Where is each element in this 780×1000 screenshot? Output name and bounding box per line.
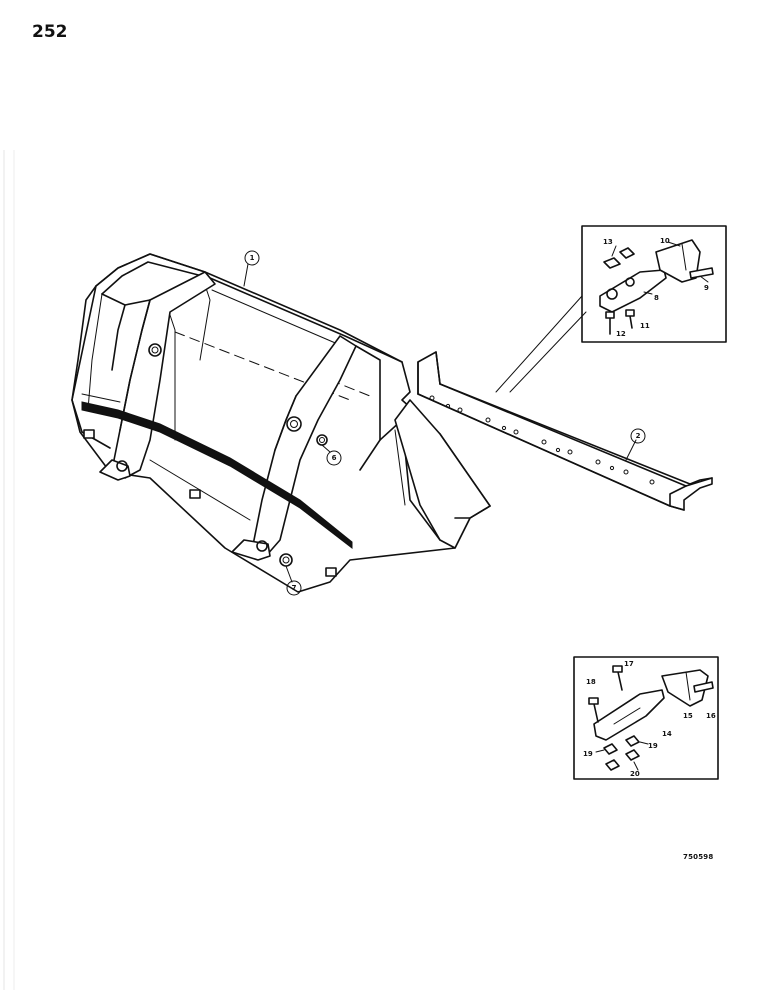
callout-1: 1	[244, 250, 260, 266]
inset-top-label-12: 12	[616, 330, 626, 338]
inset-bottom-label-20: 20	[630, 770, 640, 778]
callout-7-text: 7	[292, 584, 297, 592]
callout-6: 6	[326, 450, 342, 466]
inset-bottom-label-15: 15	[683, 712, 693, 720]
inset-bottom-label-14: 14	[662, 730, 672, 738]
inset-bottom: 17 18 15 16 14 19 19 20	[573, 656, 719, 780]
bucket-drawing	[71, 253, 491, 593]
callout-2-text: 2	[636, 432, 641, 440]
inset-top-label-8: 8	[654, 294, 659, 302]
cutting-edge-drawing	[417, 295, 713, 511]
inset-bottom-label-19b: 19	[648, 742, 658, 750]
callout-7: 7	[286, 580, 302, 596]
inset-bottom-label-18: 18	[586, 678, 596, 686]
drawing-id: 750598	[683, 853, 714, 861]
inset-top-label-10: 10	[660, 237, 670, 245]
callout-6-text: 6	[332, 454, 337, 462]
inset-top-label-13: 13	[603, 238, 613, 246]
inset-bottom-label-17: 17	[624, 660, 634, 668]
inset-top-label-9: 9	[704, 284, 709, 292]
inset-bottom-label-16: 16	[706, 712, 716, 720]
page-number: 252	[32, 22, 68, 42]
callout-1-text: 1	[250, 254, 255, 262]
inset-top-label-11: 11	[640, 322, 650, 330]
callout-2: 2	[630, 428, 646, 444]
inset-top: 13 10 9 8 12 11	[581, 225, 727, 343]
inset-bottom-label-19a: 19	[583, 750, 593, 758]
